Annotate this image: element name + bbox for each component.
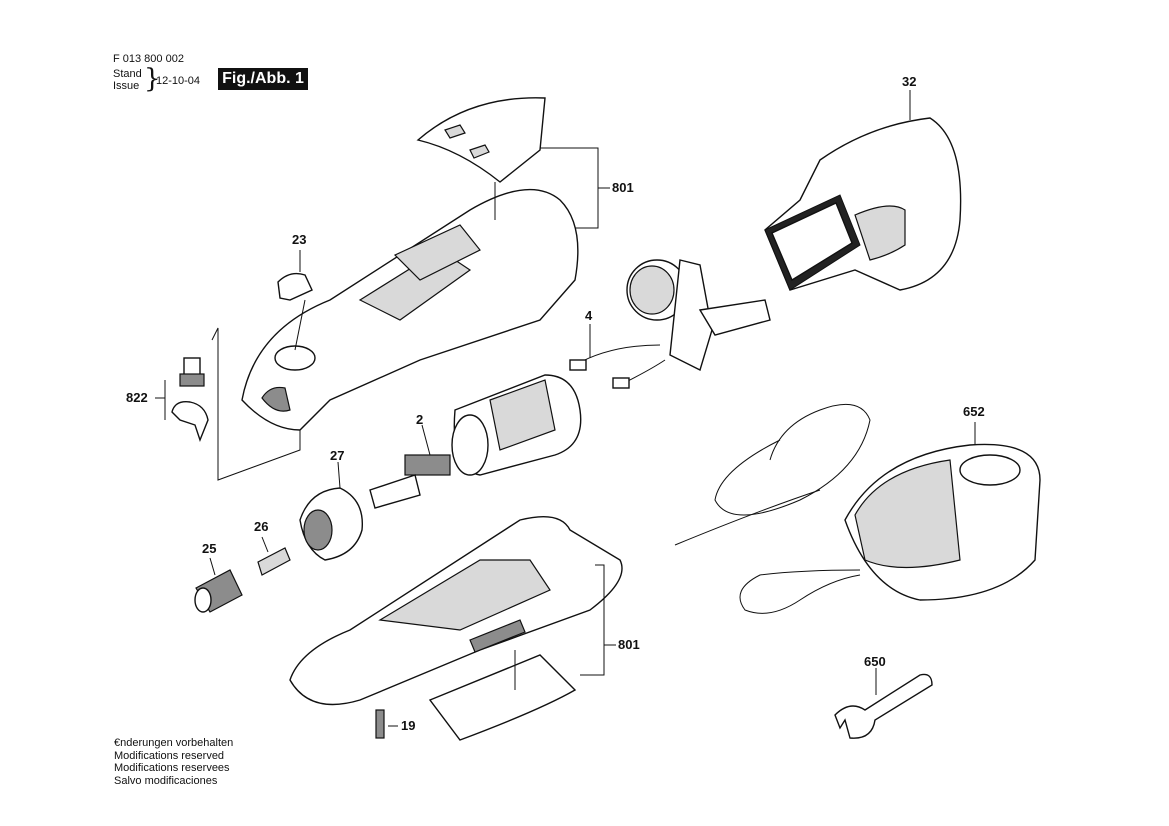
issue-date: 12-10-04: [156, 75, 201, 87]
part-number-801-top: 801: [612, 180, 634, 195]
document-number: F 013 800 002: [113, 53, 184, 65]
screw-part: [375, 709, 398, 739]
bottom-housing-part: [289, 516, 623, 741]
issue-label: Issue: [113, 80, 140, 92]
footer-line-spanish: Salvo modificaciones: [114, 774, 218, 787]
part-number-32: 32: [902, 74, 916, 89]
nose-cap-part: [299, 461, 364, 561]
footer-line-english: Modifications reserved: [114, 749, 225, 762]
figure-label: Fig./Abb. 1: [218, 68, 308, 90]
part-number-822: 822: [126, 390, 148, 405]
part-number-652: 652: [963, 404, 985, 419]
wrench-part: [834, 668, 933, 739]
spindle-lock-part: [155, 327, 301, 481]
brace-symbol: }: [144, 64, 161, 94]
switch-assembly-part: [569, 259, 771, 389]
part-number-25: 25: [202, 541, 216, 556]
part-number-4: 4: [585, 308, 593, 323]
battery-pack-part: [764, 90, 962, 291]
top-housing-part: [241, 97, 579, 431]
footer-line-german: €nderungen vorbehalten: [114, 737, 234, 749]
charger-part: [674, 403, 1041, 614]
part-number-650: 650: [864, 654, 886, 669]
stand-label: Stand: [113, 68, 142, 80]
footer-notes: €nderungen vorbehalten Modifications res…: [114, 737, 233, 787]
part-number-27: 27: [330, 448, 344, 463]
part-number-2: 2: [416, 412, 423, 427]
part-number-23: 23: [292, 232, 306, 247]
part-number-19: 19: [401, 718, 415, 733]
footer-line-french: Modifications reservees: [114, 762, 230, 774]
part-number-801-bottom: 801: [618, 637, 640, 652]
motor-part: [369, 374, 582, 509]
part-number-26: 26: [254, 519, 268, 534]
cap-part: [277, 250, 313, 351]
collet-part: [257, 536, 291, 576]
collet-nut-part: [194, 557, 243, 613]
